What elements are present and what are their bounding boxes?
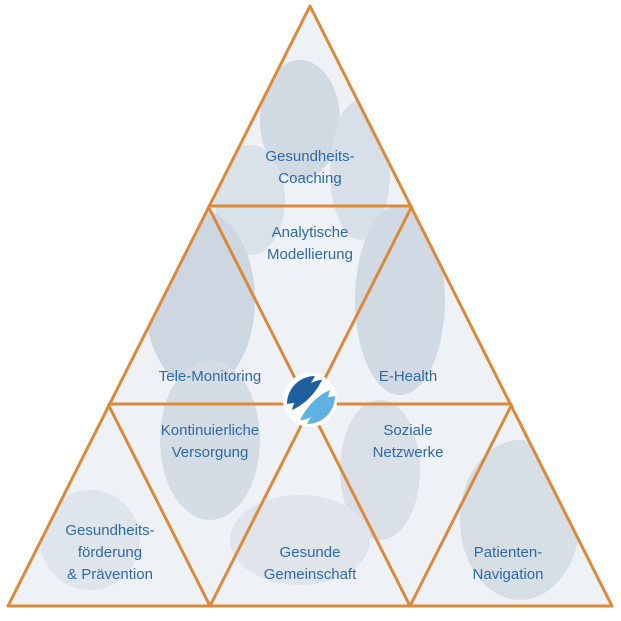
segment-label-line: förderung xyxy=(77,544,143,561)
segment-e-health: E-Health xyxy=(379,366,437,388)
pyramid-background xyxy=(8,6,612,606)
segment-label-line: Tele-Monitoring xyxy=(158,368,262,385)
segment-label-line: Gesunde xyxy=(279,544,341,561)
segment-label-line: Coaching xyxy=(278,170,342,187)
segment-label-line: Kontinuierliche xyxy=(160,422,260,439)
segment-label-line: Navigation xyxy=(472,566,544,583)
segment-label-line: Gemeinschaft xyxy=(263,566,357,583)
segment-patienten-navigation: Patienten- Navigation xyxy=(473,542,544,586)
segment-label-line: Patienten- xyxy=(473,544,543,561)
segment-gesundheits-coaching: Gesundheits- Coaching xyxy=(265,146,354,190)
segment-label-line: Gesundheits- xyxy=(265,148,355,165)
segment-gesunde-gemeinschaft: Gesunde Gemeinschaft xyxy=(264,542,357,586)
segment-label-line: Modellierung xyxy=(267,246,353,263)
segment-soziale-netzwerke: Soziale Netzwerke xyxy=(373,420,444,464)
segment-analytische-modellierung: Analytische Modellierung xyxy=(267,222,353,266)
segment-kontinuierliche-versorgung: Kontinuierliche Versorgung xyxy=(161,420,259,464)
segment-label-line: Gesundheits- xyxy=(65,522,155,539)
segment-label-line: Versorgung xyxy=(171,444,249,461)
segment-label-line: & Prävention xyxy=(67,566,153,583)
segment-label-line: Analytische xyxy=(271,224,349,241)
segment-label-line: Soziale xyxy=(383,422,433,439)
segment-gesundheitsfoerderung: Gesundheits- förderung & Prävention xyxy=(65,520,154,586)
segment-label-line: Netzwerke xyxy=(372,444,444,461)
segment-tele-monitoring: Tele-Monitoring xyxy=(159,366,262,388)
center-logo-icon xyxy=(283,373,337,427)
segment-label-line: E-Health xyxy=(378,368,438,385)
